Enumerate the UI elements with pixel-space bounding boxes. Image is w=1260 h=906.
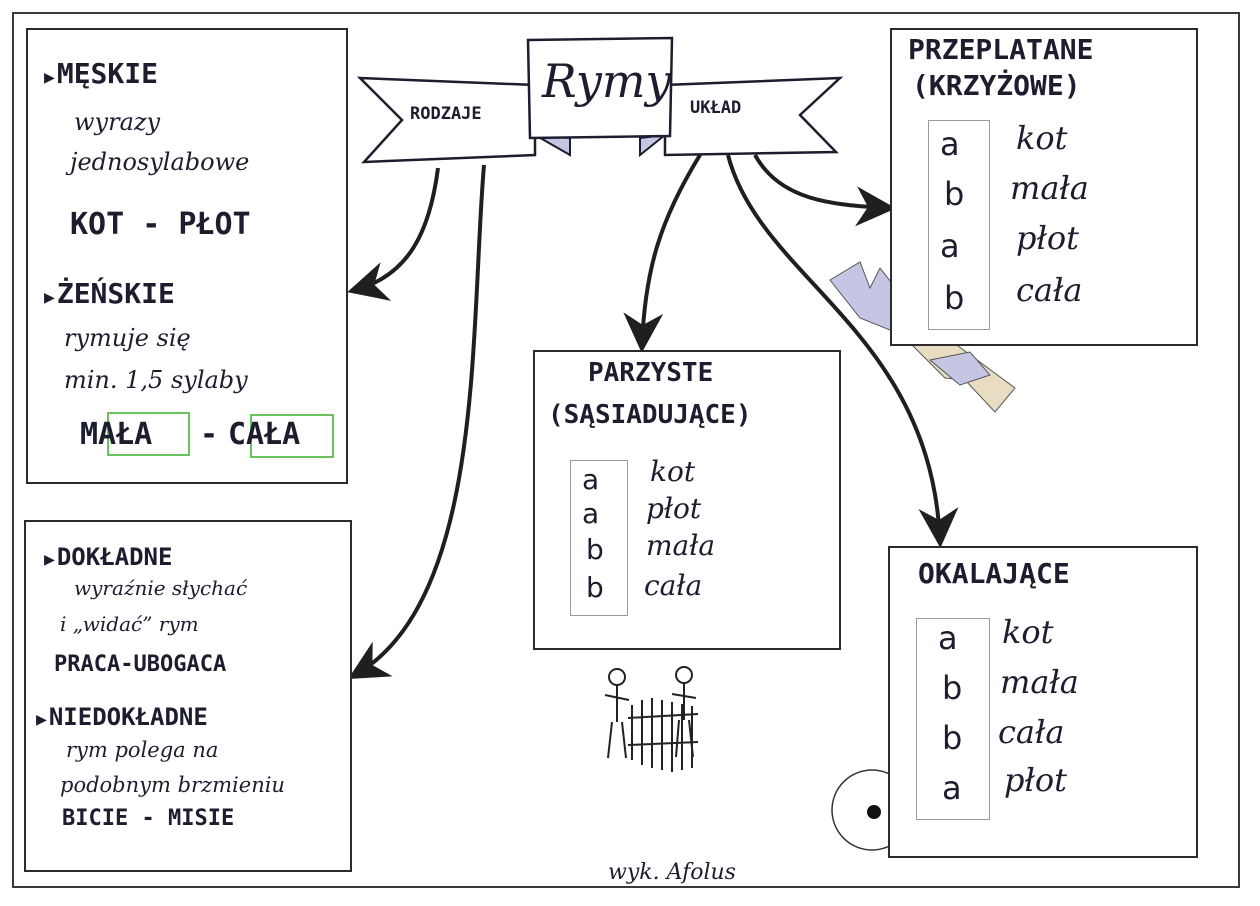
okalajace-letter: b <box>942 669 963 707</box>
okalajace-title: OKALAJĄCE <box>918 557 1070 590</box>
box-parzyste <box>533 350 841 650</box>
outer-frame <box>12 12 1240 888</box>
okalajace-word: cała <box>998 713 1065 751</box>
banner-left-label: RODZAJE <box>410 104 482 124</box>
meskie-desc-2: jednosylabowe <box>70 148 250 176</box>
arrow-to-meskie-zenskie <box>347 167 440 301</box>
zigzag-ribbon-icon <box>829 261 1016 413</box>
box-przeplatane <box>890 28 1198 346</box>
banner-right-label: UKŁAD <box>690 98 742 118</box>
box-dokladne-niedokladne <box>24 520 352 872</box>
niedokladne-desc-2: podobnym brzmieniu <box>60 773 285 797</box>
niedokladne-desc-1: rym polega na <box>66 738 219 762</box>
parzyste-letter: b <box>586 533 604 566</box>
dokladne-desc-1: wyraźnie słychać <box>74 576 248 600</box>
arrow-to-dokladne <box>348 164 486 680</box>
zenskie-heading: ▶ŻEŃSKIE <box>44 280 175 308</box>
przeplatane-word: kot <box>1016 119 1068 157</box>
box-meskie-zenskie <box>26 28 348 484</box>
zenskie-heading-text: ŻEŃSKIE <box>56 277 175 310</box>
niedokladne-heading: ▶NIEDOKŁADNE <box>36 705 208 729</box>
parzyste-word: mała <box>646 529 716 562</box>
highlight-box-b <box>250 414 334 458</box>
parzyste-word: płot <box>646 492 702 525</box>
highlight-box-a <box>107 412 190 456</box>
przeplatane-letter: b <box>944 279 965 317</box>
okalajace-word: kot <box>1002 613 1054 651</box>
banner-title: Rymy <box>542 54 672 108</box>
arrow-to-parzyste <box>623 153 702 353</box>
zenskie-example-dash: - <box>200 417 219 452</box>
meskie-example: KOT - PŁOT <box>70 207 251 242</box>
signature: wyk. Afolus <box>608 860 736 885</box>
zenskie-desc-1: rymuje się <box>64 324 191 352</box>
okalajace-letter-column <box>916 618 990 820</box>
przeplatane-word: mała <box>1010 169 1089 207</box>
zenskie-example-a: MAŁA <box>80 417 153 452</box>
meskie-heading-text: MĘSKIE <box>56 57 158 90</box>
przeplatane-title-2: (KRZYŻOWE) <box>912 69 1081 102</box>
okalajace-letter: a <box>938 619 958 657</box>
okalajace-word: mała <box>1000 663 1079 701</box>
bullet-icon: ▶ <box>44 67 55 88</box>
niedokladne-heading-text: NIEDOKŁADNE <box>48 703 208 731</box>
parzyste-letter: a <box>582 463 600 496</box>
przeplatane-letter: a <box>940 227 960 265</box>
przeplatane-word: cała <box>1016 271 1083 309</box>
zenskie-desc-2: min. 1,5 sylaby <box>64 366 248 394</box>
parzyste-title-2: (SĄSIADUJĄCE) <box>548 400 752 430</box>
przeplatane-word: płot <box>1016 219 1079 257</box>
arrow-to-przeplatane <box>753 154 896 227</box>
meskie-desc-1: wyrazy <box>74 108 161 136</box>
parzyste-word: cała <box>644 569 703 602</box>
okalajace-word: płot <box>1004 761 1067 799</box>
dokladne-example: PRACA-UBOGACA <box>54 652 227 677</box>
okalajace-letter: a <box>942 769 962 807</box>
przeplatane-letter-column <box>928 120 990 330</box>
bullet-icon: ▶ <box>44 549 55 570</box>
meskie-heading: ▶MĘSKIE <box>44 60 158 88</box>
dokladne-heading: ▶DOKŁADNE <box>44 545 172 569</box>
parzyste-title-1: PARZYSTE <box>588 358 714 388</box>
parzyste-letter: b <box>586 571 604 604</box>
okalajace-letter: b <box>942 719 963 757</box>
bullet-icon: ▶ <box>44 287 55 308</box>
przeplatane-title-1: PRZEPLATANE <box>908 33 1094 66</box>
bullet-icon: ▶ <box>36 709 47 730</box>
parzyste-letter-column <box>570 460 628 616</box>
box-okalajace <box>888 546 1198 858</box>
dokladne-desc-2: i „widać” rym <box>60 612 199 636</box>
zenskie-example-b: CAŁA <box>228 417 301 452</box>
przeplatane-letter: b <box>944 175 965 213</box>
przeplatane-letter: a <box>940 125 960 163</box>
parzyste-letter: a <box>582 497 600 530</box>
dokladne-heading-text: DOKŁADNE <box>56 543 173 571</box>
arrow-to-okalajace <box>726 154 959 548</box>
people-fence-icon <box>604 666 699 772</box>
parzyste-word: kot <box>650 455 696 488</box>
niedokladne-example: BICIE - MISIE <box>62 806 235 831</box>
